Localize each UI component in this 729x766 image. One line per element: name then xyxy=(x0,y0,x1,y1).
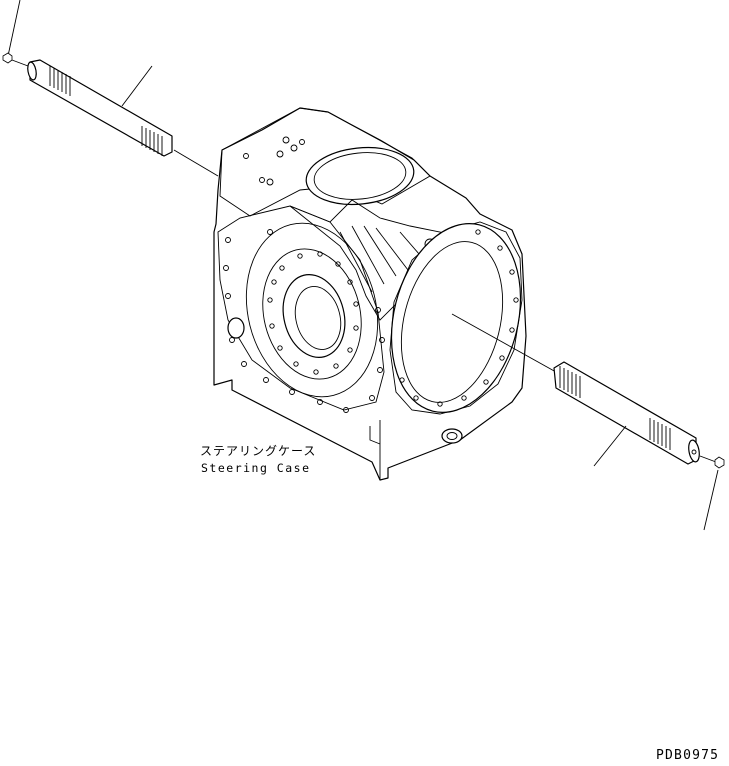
right-bore-inner xyxy=(400,241,504,403)
right-shaft-end xyxy=(688,439,700,463)
right-shaft-spline-outer xyxy=(559,366,581,398)
bottom-boss xyxy=(441,428,463,444)
left-shaft xyxy=(29,59,173,157)
top-hole xyxy=(259,177,265,183)
left-shaft-assembly xyxy=(2,0,219,177)
right-shaft-assembly xyxy=(451,313,725,531)
left-bolt-icon xyxy=(2,52,13,64)
top-bore xyxy=(305,146,415,206)
left-flange-ring xyxy=(245,222,379,398)
left-bore xyxy=(282,274,346,358)
right-centerline-b xyxy=(699,455,717,463)
left-bolt-leader-line xyxy=(7,0,21,57)
left-flange-bolt-holes xyxy=(267,251,359,375)
top-hole xyxy=(299,139,305,145)
part-label-english: Steering Case xyxy=(201,461,311,475)
left-bore-inner xyxy=(294,286,342,350)
top-hole xyxy=(276,150,284,158)
left-shaft-spline-outer xyxy=(49,66,71,96)
right-centerline-a xyxy=(451,313,557,373)
drawing-number: PDB0975 xyxy=(656,748,720,763)
left-shaft-leader-line xyxy=(121,65,153,107)
top-hole xyxy=(282,136,290,144)
top-bore-inner xyxy=(313,152,407,200)
right-shaft-leader-line xyxy=(593,425,627,467)
bottom-notch xyxy=(369,426,381,445)
steering-case xyxy=(213,107,527,481)
top-hole xyxy=(243,153,249,159)
rib-lines xyxy=(339,225,427,293)
right-bore-outer xyxy=(390,223,522,413)
left-shaft-spline-inner xyxy=(141,126,163,156)
right-bolt-leader-line xyxy=(703,469,719,531)
right-shaft-center xyxy=(691,449,697,455)
right-shaft xyxy=(553,361,697,465)
right-shaft-spline-inner xyxy=(649,418,671,450)
right-bolt-icon xyxy=(714,456,725,469)
left-flange-inner-ring xyxy=(262,248,362,380)
left-shaft-end xyxy=(27,61,37,81)
top-hole xyxy=(266,178,274,186)
case-perimeter-holes xyxy=(223,229,385,413)
case-top-face xyxy=(219,107,431,217)
top-hole xyxy=(290,144,298,152)
right-flange-bolt-holes xyxy=(399,229,519,407)
bottom-boss-inner xyxy=(446,432,458,440)
side-boss xyxy=(227,317,245,339)
part-label-japanese: ステアリングケース xyxy=(200,444,317,458)
left-centerline-b xyxy=(173,149,219,177)
left-centerline-a xyxy=(11,59,29,67)
